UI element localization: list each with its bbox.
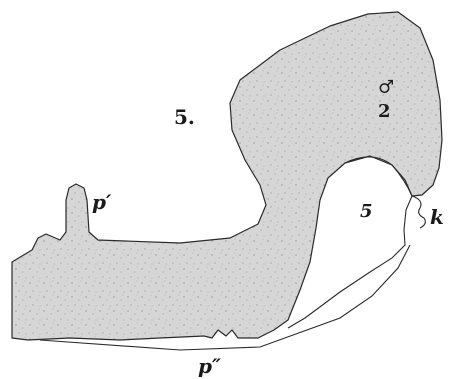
label-p-double-prime: p″	[198, 354, 221, 378]
label-male-symbol: ♂	[378, 77, 394, 98]
label-p-prime: p′	[92, 190, 112, 214]
label-k: k	[430, 205, 444, 229]
label-number-two: 2	[378, 101, 391, 122]
k-marker-squiggle	[412, 196, 425, 228]
label-inner-five: 5	[360, 201, 373, 222]
label-outer-five: 5.	[174, 105, 195, 129]
